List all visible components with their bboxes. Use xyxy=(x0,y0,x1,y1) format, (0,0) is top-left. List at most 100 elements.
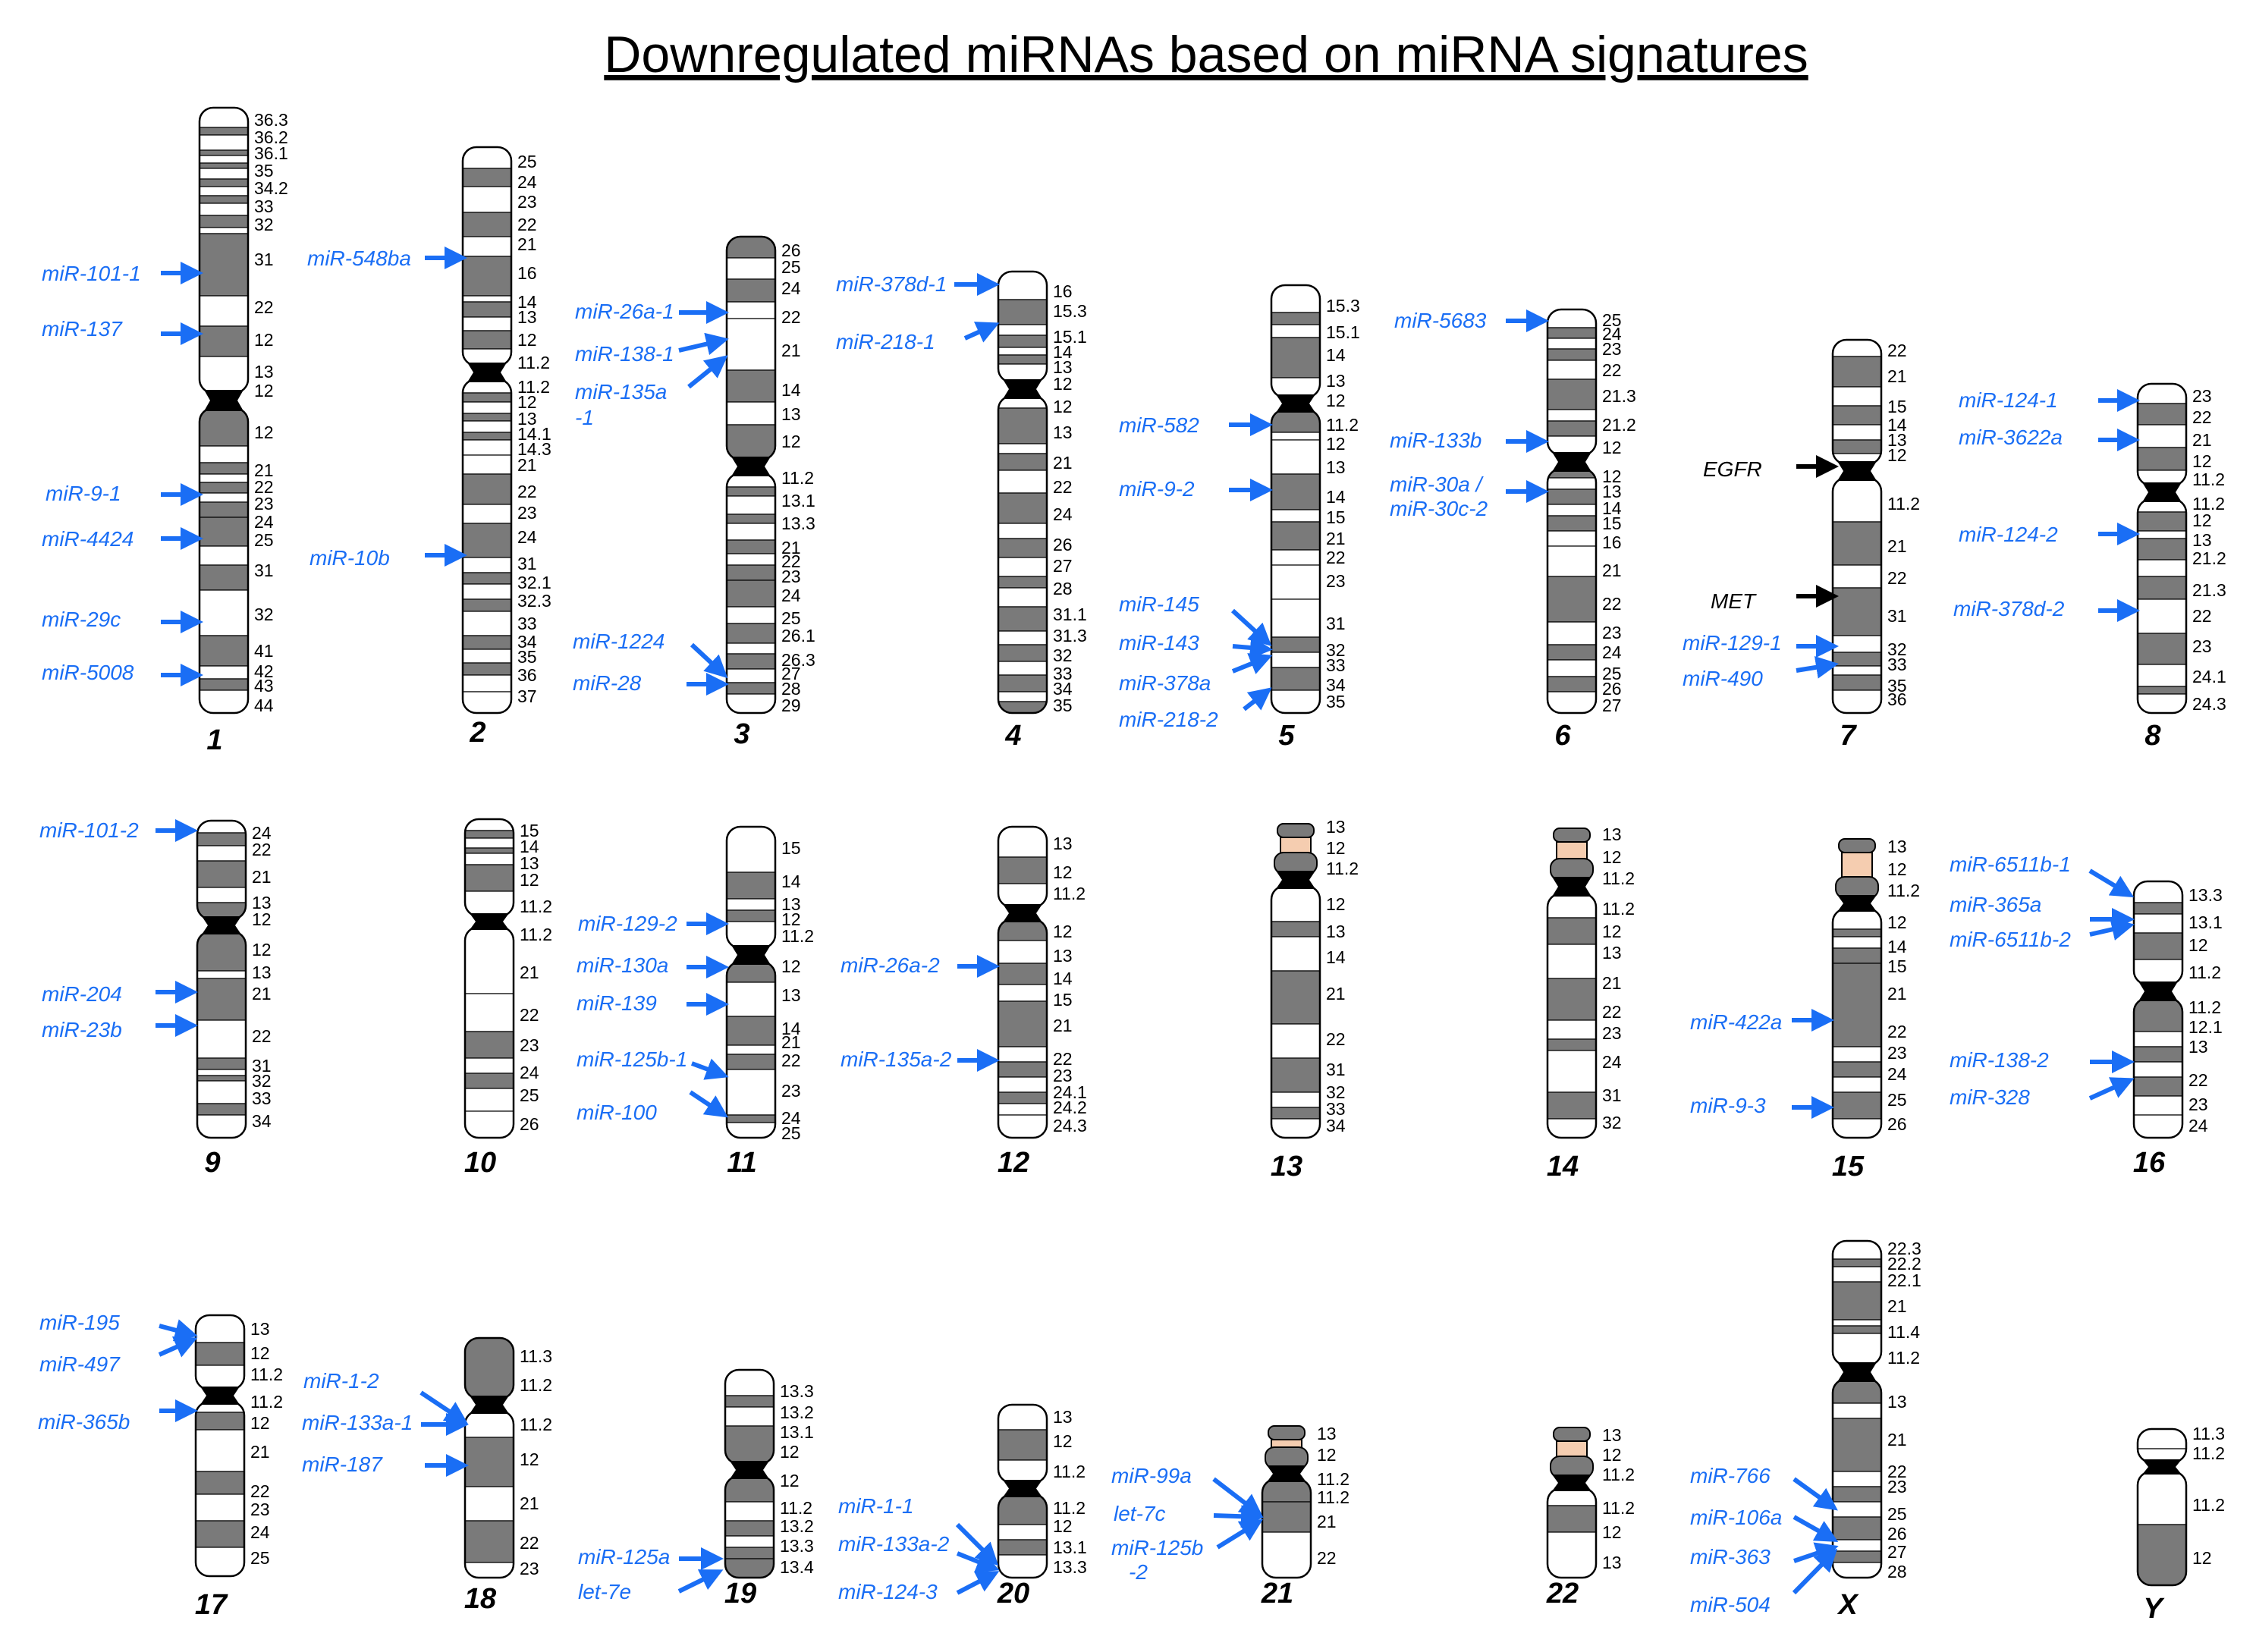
chromosome-4: 1615.315.1141312121321222426272831.131.3… xyxy=(997,270,1087,752)
band-label: 26 xyxy=(1602,679,1622,699)
band-label: 36.2 xyxy=(254,127,288,147)
band-label: 23 xyxy=(520,1559,539,1578)
band-label: 12 xyxy=(780,1442,800,1462)
pointer-arrow xyxy=(1793,1477,1838,1511)
band-label: 12 xyxy=(2192,451,2212,471)
mirna-label: miR-218-1 xyxy=(836,330,935,353)
chromosome-3: 262524222114131211.213.113.3212223242526… xyxy=(725,235,815,750)
band-label: 28 xyxy=(1887,1562,1907,1581)
band xyxy=(725,1370,774,1396)
band xyxy=(727,401,775,426)
band xyxy=(1833,1281,1881,1321)
pointer-arrow xyxy=(678,332,729,356)
mirna-annotation: miR-6511b-1 xyxy=(1950,853,2135,898)
mirna-label: miR-129-1 xyxy=(1683,631,1782,655)
band xyxy=(1833,1046,1881,1063)
band xyxy=(2134,913,2182,934)
band xyxy=(2138,530,2186,539)
band xyxy=(1833,587,1881,636)
band xyxy=(1833,1539,1881,1552)
chromosome-2: 25242322211614131211.211.2121314.114.321… xyxy=(461,146,551,749)
band xyxy=(1271,970,1320,1025)
band-label: 22 xyxy=(1602,594,1622,614)
band xyxy=(200,149,248,156)
mirna-label: miR-133a-2 xyxy=(838,1532,950,1556)
band xyxy=(200,635,248,667)
band xyxy=(1833,1319,1881,1327)
band-label: 33 xyxy=(252,1088,272,1108)
band-label: 13.2 xyxy=(780,1402,814,1422)
band-label: 14 xyxy=(517,292,537,312)
band-label: 24 xyxy=(781,278,801,298)
pointer-arrow xyxy=(1796,655,1839,679)
band xyxy=(1547,691,1596,713)
band-label: 22 xyxy=(2188,1070,2208,1090)
pointer-arrow xyxy=(1212,1477,1263,1517)
centromere xyxy=(200,1387,240,1405)
band xyxy=(1547,1118,1596,1138)
mirna-annotation: miR-10b xyxy=(309,544,467,570)
band xyxy=(463,432,511,441)
short-arm xyxy=(1550,858,1594,881)
band xyxy=(463,147,511,169)
band xyxy=(725,1547,774,1559)
band xyxy=(196,1547,244,1576)
band xyxy=(1833,1550,1881,1563)
pointer-arrow xyxy=(158,1336,198,1358)
band-label: 23 xyxy=(2192,636,2212,656)
band-label: 21 xyxy=(781,538,801,557)
band xyxy=(727,301,775,319)
band xyxy=(998,1046,1047,1063)
band-label: 13 xyxy=(1326,922,1346,941)
band-label: 32 xyxy=(1326,640,1346,660)
band xyxy=(465,1486,514,1522)
band xyxy=(1833,936,1881,949)
band-label: 12 xyxy=(2192,510,2212,530)
short-arm xyxy=(1265,1446,1309,1469)
band-label: 22 xyxy=(517,482,537,501)
band-label: 24 xyxy=(254,512,274,532)
chromosome-label: 7 xyxy=(1840,720,1857,752)
band-label: 14 xyxy=(1326,487,1346,507)
band-label: 23 xyxy=(781,1081,801,1101)
mirna-label: miR-133a-1 xyxy=(302,1411,413,1434)
band xyxy=(2134,1114,2182,1138)
band-label: 12 xyxy=(517,330,537,350)
band xyxy=(725,1425,774,1465)
band xyxy=(1271,1107,1320,1120)
band-label: 22 xyxy=(2192,407,2212,427)
band-label: 33 xyxy=(1326,655,1346,675)
pointer-arrow xyxy=(956,1571,1000,1595)
band-label: 11.2 xyxy=(520,1415,552,1434)
band xyxy=(1833,652,1881,667)
band xyxy=(463,168,511,187)
band xyxy=(1271,598,1320,638)
band-label: 22.3 xyxy=(1887,1239,1921,1258)
band-label: 35 xyxy=(1053,696,1073,715)
band-label: 12 xyxy=(1317,1445,1337,1465)
mirna-annotation: miR-135a-2 xyxy=(841,1047,1000,1072)
band-label: 22 xyxy=(1887,341,1907,360)
band xyxy=(727,693,775,713)
satellite xyxy=(1553,1427,1591,1442)
band xyxy=(1547,1505,1596,1533)
band-label: 11.2 xyxy=(250,1392,283,1412)
pointer-arrow xyxy=(1793,1515,1839,1542)
band-label: 16 xyxy=(1053,281,1073,301)
band xyxy=(1547,360,1596,380)
band xyxy=(1547,1019,1596,1040)
band xyxy=(727,564,775,581)
band xyxy=(200,203,248,216)
band xyxy=(1271,1091,1320,1108)
mirna-annotation: miR-129-2 xyxy=(578,912,729,935)
mirna-label: miR-106a xyxy=(1690,1506,1782,1529)
mirna-annotation: miR-365a xyxy=(1950,893,2135,931)
mirna-annotation: miR-9-3 xyxy=(1690,1094,1834,1119)
band-label: 21.3 xyxy=(1602,386,1636,406)
band xyxy=(200,134,248,151)
band-label: 13 xyxy=(781,404,801,424)
band-label: 22 xyxy=(1602,1002,1622,1022)
band-label: 13.3 xyxy=(2188,885,2223,905)
mirna-label: miR-6511b-1 xyxy=(1950,853,2071,876)
